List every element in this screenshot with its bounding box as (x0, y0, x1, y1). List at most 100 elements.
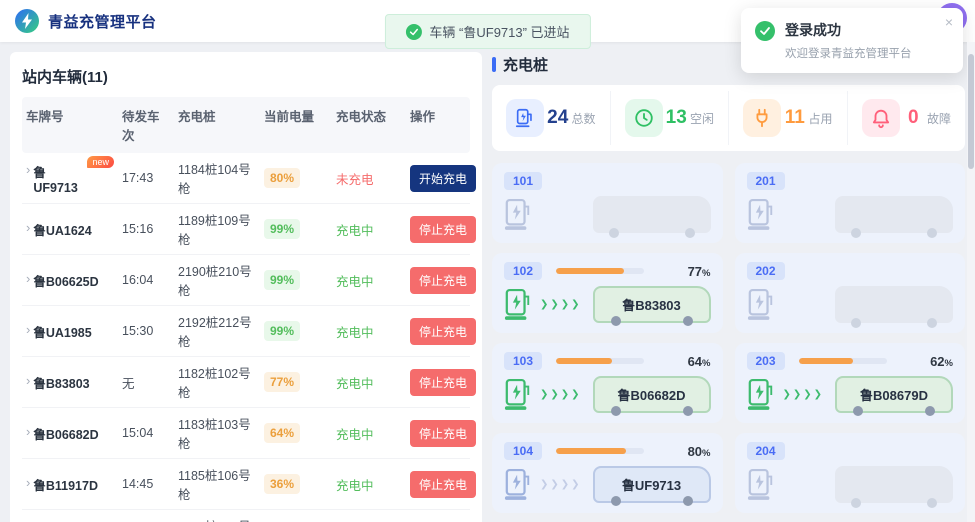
bus-plate: 鲁B06682D (617, 388, 686, 403)
new-badge: new (87, 155, 114, 168)
table-row[interactable]: ›鲁B83803 无 1182桩102号枪 77% 充电中 停止充电 (22, 357, 477, 408)
plate-number: 鲁B83803 (33, 376, 90, 391)
charging-pile-icon (747, 468, 772, 500)
pile-number-badge: 202 (746, 262, 785, 280)
departure-time: 无 (122, 376, 135, 391)
stop-charging-button[interactable]: 停止充电 (410, 470, 477, 498)
battery-badge: 64% (264, 423, 301, 443)
pile-name: 1183桩103号枪 (178, 418, 251, 451)
battery-badge: 99% (264, 321, 301, 341)
expand-chevron-icon[interactable]: › (26, 270, 31, 286)
departure-time: 15:04 (122, 426, 154, 440)
pile-card[interactable]: 203 62% ❯❯❯❯ 鲁B08679D (734, 343, 965, 423)
stat-label: 空闲 (689, 111, 714, 126)
charging-pile-icon (504, 288, 530, 320)
flow-arrows-icon: ❯❯❯❯ (782, 389, 825, 400)
bus: 鲁B08679D (835, 376, 953, 416)
stop-charging-button[interactable]: 停止充电 (410, 368, 477, 396)
bus-placeholder (835, 286, 953, 328)
expand-chevron-icon[interactable]: › (26, 372, 31, 388)
success-check-icon (755, 21, 775, 41)
bus: 鲁UF9713 (592, 466, 711, 506)
expand-chevron-icon[interactable]: › (26, 219, 31, 235)
vehicles-title-text: 站内车辆(11) (22, 69, 108, 86)
expand-chevron-icon[interactable]: › (26, 321, 31, 337)
departure-time: 16:04 (122, 273, 154, 287)
flow-arrows-icon: ❯❯❯❯ (540, 479, 582, 490)
departure-time: 14:45 (122, 477, 154, 491)
pile-card[interactable]: 101 (492, 163, 723, 243)
pile-number-badge: 101 (504, 172, 543, 190)
pile-number-badge: 201 (746, 172, 785, 190)
close-icon[interactable]: × (944, 14, 953, 30)
expand-chevron-icon[interactable]: › (26, 474, 31, 490)
scrollbar-thumb[interactable] (968, 54, 974, 169)
vehicles-panel-title: 站内车辆(11) (22, 66, 470, 87)
plate-number: 鲁UA1624 (33, 223, 92, 238)
charging-status: 充电中 (336, 376, 374, 391)
vehicle-table-head: 车牌号待发车次充电桩当前电量充电状态操作 (22, 97, 470, 153)
progress-bar (556, 448, 645, 454)
battery-badge: 77% (264, 372, 301, 392)
charging-status: 充电中 (336, 325, 374, 340)
expand-chevron-icon[interactable]: › (26, 423, 31, 439)
bus-placeholder (835, 466, 953, 508)
pile-number-badge: 203 (746, 352, 785, 370)
stop-charging-button[interactable]: 停止充电 (410, 215, 477, 243)
pile-name: 2190桩210号枪 (178, 265, 252, 298)
stat-value: 13 (665, 107, 687, 128)
stat-label: 故障 (926, 111, 951, 126)
app-title: 青益充管理平台 (48, 13, 157, 31)
pile-number-badge: 204 (746, 442, 785, 460)
plate-number: 鲁UF9713 (33, 165, 78, 195)
flow-arrows-icon: ❯❯❯❯ (540, 389, 582, 400)
stop-charging-button[interactable]: 停止充电 (410, 266, 477, 294)
pile-card[interactable]: 201 (734, 163, 965, 243)
logo-icon (15, 9, 39, 33)
percent-label: 64% (687, 353, 711, 369)
pile-name: 1185桩106号枪 (178, 469, 251, 502)
charging-pile-icon (747, 288, 772, 320)
vehicle-entered-toast: 车辆 “鲁UF9713” 已进站 (384, 14, 591, 49)
charging-pile-icon (506, 99, 544, 137)
stop-charging-button[interactable]: 停止充电 (410, 317, 477, 345)
flow-arrows-icon: ❯❯❯❯ (540, 299, 582, 310)
battery-badge: 99% (264, 270, 301, 290)
vertical-scrollbar[interactable] (967, 42, 975, 522)
stat-value: 24 (547, 107, 569, 128)
start-charging-button[interactable]: 开始充电 (410, 164, 477, 192)
expand-chevron-icon[interactable]: › (26, 161, 31, 177)
app-logo: 青益充管理平台 (14, 8, 157, 34)
pile-name: 1182桩102号枪 (178, 367, 251, 400)
percent-label: 62% (930, 353, 953, 369)
plate-number: 鲁UA1985 (33, 325, 92, 340)
clock-icon (624, 99, 663, 137)
pile-name: 1189桩109号枪 (178, 214, 251, 247)
column-header: 当前电量 (264, 110, 315, 124)
bus-placeholder (835, 196, 953, 238)
stop-charging-button[interactable]: 停止充电 (410, 419, 477, 447)
piles-panel-title: 充电桩 (492, 54, 965, 75)
pile-card[interactable]: 202 (734, 253, 965, 333)
column-header: 待发车次 (122, 110, 160, 143)
departure-time: 15:30 (122, 324, 154, 338)
pile-name: 1184桩104号枪 (178, 163, 251, 196)
charging-status: 未充电 (336, 172, 374, 187)
pile-card[interactable]: 204 (734, 433, 965, 513)
